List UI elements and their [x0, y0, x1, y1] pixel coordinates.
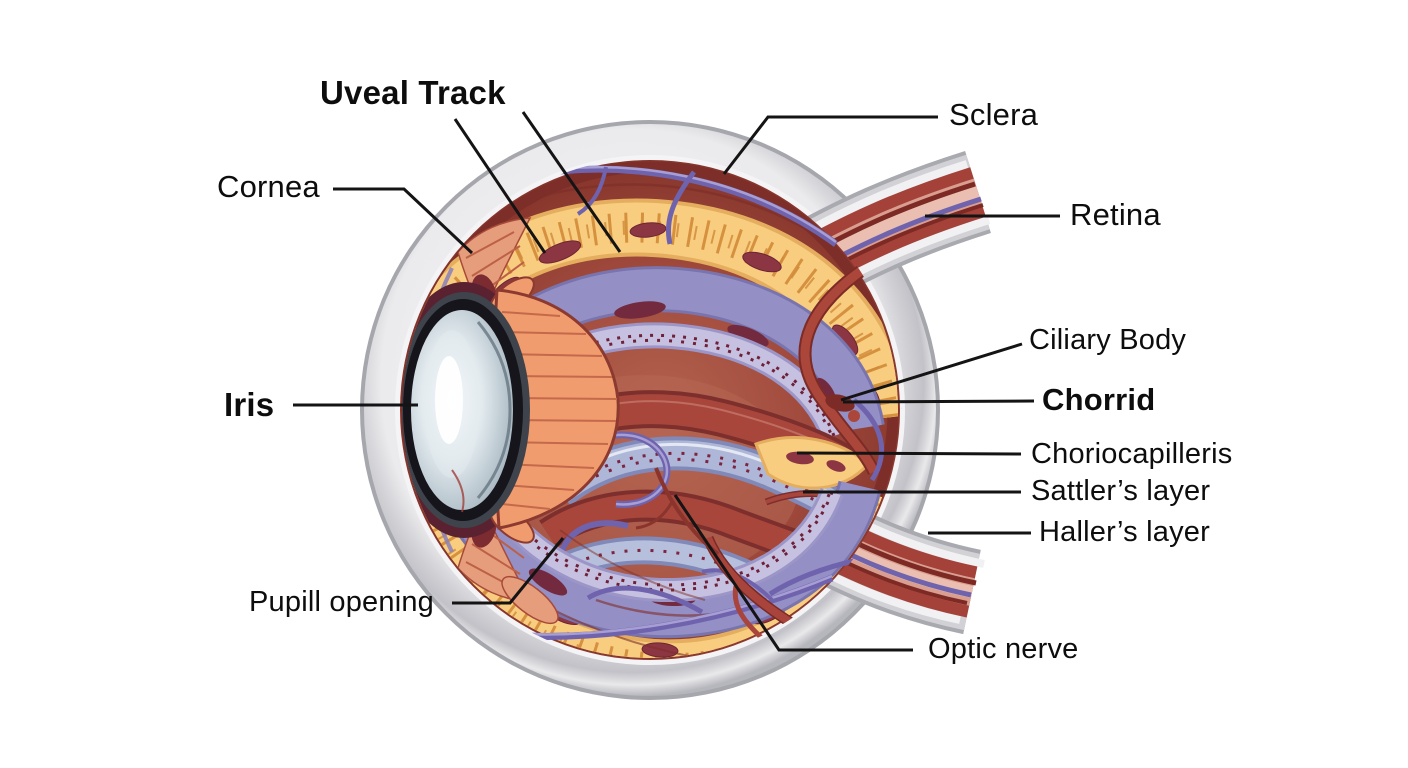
leader-sclera — [722, 115, 938, 175]
leader-pupill-opening — [452, 537, 565, 605]
label-choriocapilleris: Choriocapilleris — [1031, 438, 1233, 470]
label-pupill-opening: Pupill opening — [249, 586, 434, 618]
label-sclera: Sclera — [949, 97, 1039, 132]
label-sattlers-layer: Sattler’s layer — [1031, 475, 1211, 507]
leader-optic-nerve — [673, 494, 913, 652]
label-chorrid: Chorrid — [1042, 382, 1156, 417]
label-uveal-track: Uveal Track — [320, 74, 506, 111]
label-hallers-layer: Haller’s layer — [1039, 516, 1210, 548]
label-iris: Iris — [224, 386, 275, 423]
label-cornea: Cornea — [217, 169, 320, 204]
lens-assembly — [402, 276, 620, 544]
lens-highlight — [435, 356, 463, 444]
leader-choriocapilleris — [796, 451, 1022, 456]
leader-uveal-track-2 — [521, 111, 622, 253]
label-optic-nerve: Optic nerve — [928, 633, 1079, 665]
choroid-layers — [402, 183, 898, 658]
leader-cornea — [333, 187, 474, 255]
leader-chorrid — [842, 399, 1035, 404]
leader-lines — [293, 111, 1060, 652]
leader-uveal-track-1 — [453, 118, 547, 254]
label-retina: Retina — [1070, 197, 1161, 232]
label-ciliary-body: Ciliary Body — [1029, 324, 1187, 356]
leader-ciliary-body — [840, 342, 1023, 402]
